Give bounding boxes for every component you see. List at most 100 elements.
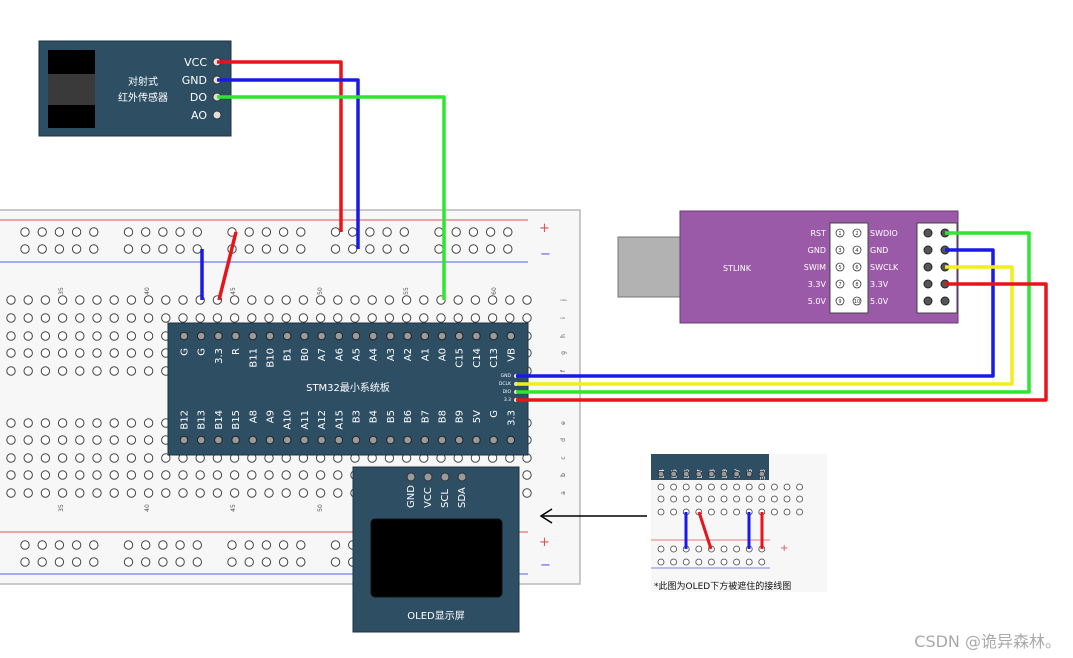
terminal-hole: [367, 313, 377, 323]
terminal-hole: [195, 488, 205, 498]
sensor-hole-ao: [212, 110, 222, 120]
stlink-header-num: 10: [854, 299, 860, 305]
terminal-hole: [178, 470, 188, 480]
terminal-hole: [212, 313, 223, 323]
stm32-pin-label-bottom: A15: [334, 410, 345, 430]
stm32-pin-label-top: B0: [300, 348, 311, 361]
stm32-hole-top: [334, 331, 344, 341]
stm32-pin-label-bottom: B5: [386, 410, 397, 423]
terminal-hole: [126, 366, 137, 376]
oled-pin-vcc: VCC: [423, 487, 434, 508]
stm32-hole-bottom: [351, 435, 361, 445]
terminal-hole: [92, 488, 102, 498]
stm32-hole-bottom: [214, 435, 223, 445]
column-number: 35: [58, 504, 65, 512]
stm32-side-dio: DIO: [503, 389, 512, 395]
terminal-hole: [40, 435, 51, 445]
stlink-header-num: 3: [838, 248, 841, 254]
stm32-pin-label-bottom: B4: [369, 410, 380, 423]
rail-hole: [451, 244, 461, 254]
rail-plus-top: +: [539, 221, 550, 236]
stm32-hole-top: [351, 331, 361, 341]
inset-rail-hole: [720, 545, 728, 553]
terminal-hole: [92, 418, 102, 428]
wire-stlink-gnd: [516, 248, 995, 378]
oled-pin-sda: SDA: [457, 487, 468, 508]
terminal-hole: [247, 295, 257, 305]
rail-hole: [123, 227, 134, 237]
terminal-hole: [315, 470, 326, 480]
terminal-hole: [281, 295, 291, 305]
rail-hole: [365, 244, 375, 254]
rail-hole: [54, 557, 65, 567]
terminal-hole: [522, 470, 532, 480]
stm32-hole-bottom: [368, 435, 378, 445]
terminal-hole: [143, 418, 154, 428]
inset-hole: [783, 508, 791, 516]
row-letter: f: [560, 369, 567, 372]
stlink-right-pin-label: SWDIO: [870, 229, 898, 238]
terminal-hole: [126, 435, 137, 445]
stm32-hole-bottom: [196, 435, 206, 445]
terminal-hole: [75, 313, 85, 323]
stm32-pin-label-top: A7: [317, 348, 328, 361]
terminal-hole: [126, 313, 137, 323]
terminal-hole: [229, 488, 240, 498]
inset-header-hole: [670, 470, 677, 478]
sensor-name-line2: 红外传感器: [118, 91, 168, 104]
stlink-pin-header: [829, 222, 869, 314]
rail-hole: [89, 244, 99, 254]
terminal-hole: [109, 313, 119, 323]
stm32-hole-top: [403, 331, 412, 341]
stm32-hole-bottom: [472, 435, 481, 445]
terminal-hole: [126, 488, 137, 498]
terminal-hole: [298, 313, 309, 323]
column-number: 45: [230, 504, 237, 512]
terminal-hole: [229, 295, 240, 305]
inset-wires: [684, 511, 764, 550]
terminal-hole: [6, 331, 16, 341]
inset-rail-hole: [758, 558, 766, 566]
rail-hole: [261, 557, 272, 567]
rail-hole: [348, 244, 358, 254]
inset-hole: [796, 483, 803, 491]
stlink-right-pin-label: GND: [870, 246, 888, 255]
rail-hole: [20, 540, 30, 550]
terminal-hole: [92, 331, 102, 341]
terminal-hole: [161, 313, 171, 323]
terminal-hole: [315, 295, 326, 305]
wires: [200, 60, 1048, 402]
terminal-hole: [23, 295, 33, 305]
stm32-hole-top: [368, 331, 378, 341]
terminal-hole: [23, 453, 33, 463]
row-letter: d: [560, 438, 567, 442]
terminal-hole: [333, 313, 343, 323]
terminal-hole: [350, 313, 360, 323]
wire-stlink-33v: [516, 282, 1048, 402]
rail-hole: [89, 227, 99, 237]
oled-name: OLED显示屏: [407, 610, 464, 622]
rail-hole: [244, 244, 254, 254]
stm32-hole-top: [489, 331, 498, 341]
terminal-hole: [247, 313, 257, 323]
terminal-hole: [126, 295, 137, 305]
terminal-hole: [109, 348, 119, 358]
terminal-hole: [57, 331, 68, 341]
rail-hole: [278, 540, 289, 550]
terminal-hole: [401, 295, 412, 305]
terminal-hole: [6, 348, 16, 358]
terminal-hole: [247, 488, 257, 498]
rail-hole: [468, 244, 479, 254]
stm32-pin-label-top: G: [180, 348, 191, 356]
terminal-hole: [109, 295, 119, 305]
rail-hole: [399, 227, 409, 237]
stm32-side-dclk: DCLK: [499, 381, 512, 387]
terminal-hole: [247, 470, 257, 480]
wire-stlink-swdio: [516, 231, 1031, 394]
terminal-hole: [109, 470, 119, 480]
stm32-pin-label-top: R: [231, 348, 242, 355]
rail-hole: [71, 557, 82, 567]
rail-hole: [175, 227, 185, 237]
terminal-hole: [522, 488, 532, 498]
terminal-hole: [75, 366, 85, 376]
